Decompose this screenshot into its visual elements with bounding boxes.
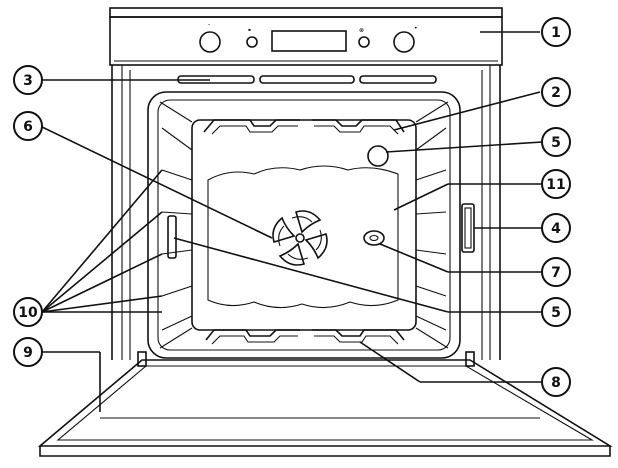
svg-text:4: 4 (551, 221, 561, 237)
oven-lamp (367, 145, 389, 167)
svg-text:2: 2 (551, 85, 561, 101)
svg-text:6: 6 (23, 119, 33, 135)
leader-lines (39, 31, 543, 412)
right-knob (393, 31, 415, 53)
svg-text:7: 7 (551, 265, 561, 281)
callout-9: 9 (13, 337, 43, 367)
control-panel: - ⚭ ⊗ • (109, 7, 503, 66)
callout-2: 2 (541, 77, 571, 107)
callout-3: 3 (13, 65, 43, 95)
left-shelf-guides (161, 127, 193, 331)
panel-symbol: ⊗ (359, 27, 364, 34)
svg-text:10: 10 (18, 305, 38, 321)
panel-display (271, 30, 347, 52)
side-panel (461, 203, 475, 253)
side-lamp (167, 215, 177, 259)
callout-11: 11 (541, 169, 571, 199)
panel-symbol: - (208, 21, 210, 28)
oven-door (37, 351, 613, 457)
callout-5-upper: 5 (541, 127, 571, 157)
svg-text:9: 9 (23, 345, 33, 361)
top-vents (177, 75, 437, 84)
panel-symbol: • (414, 25, 418, 32)
panel-button (246, 36, 258, 48)
rear-cover-panel (207, 165, 399, 309)
callouts: 1 2 3 4 5 5 6 7 (13, 17, 571, 397)
svg-text:8: 8 (551, 375, 561, 391)
svg-text:5: 5 (551, 305, 561, 321)
callout-5-lower: 5 (541, 297, 571, 327)
panel-symbol: ⚭ (247, 27, 252, 34)
left-knob (199, 31, 221, 53)
bottom-heating-element (205, 329, 405, 345)
svg-text:11: 11 (546, 177, 565, 193)
rear-knob (363, 230, 385, 246)
convection-fan-icon (272, 210, 328, 266)
svg-text:5: 5 (551, 135, 561, 151)
panel-button (358, 36, 370, 48)
callout-8: 8 (541, 367, 571, 397)
callout-7: 7 (541, 257, 571, 287)
callout-4: 4 (541, 213, 571, 243)
svg-text:1: 1 (551, 25, 561, 41)
right-shelf-guides (415, 127, 447, 331)
callout-10: 10 (13, 297, 43, 327)
oven-body (111, 65, 501, 360)
callout-1: 1 (541, 17, 571, 47)
svg-text:3: 3 (23, 73, 33, 89)
callout-6: 6 (13, 111, 43, 141)
top-heating-element (203, 119, 405, 135)
